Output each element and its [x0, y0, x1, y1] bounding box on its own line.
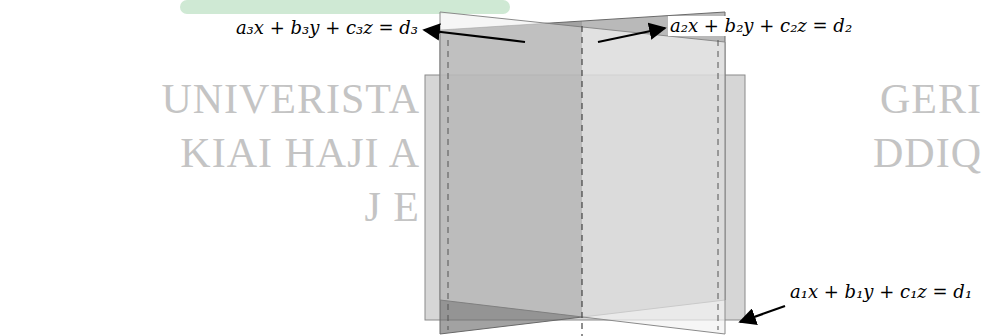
watermark-band	[180, 0, 510, 14]
plane-equation: a₃x + b₃y + c₃z = d₃	[234, 18, 420, 38]
plane-equation: a₁x + b₁y + c₁z = d₁	[788, 282, 974, 302]
watermark-text: UNIVERISTA	[161, 78, 420, 120]
leader-arrow	[424, 30, 525, 42]
leader-arrow	[598, 28, 665, 42]
dashed-edge	[448, 40, 449, 330]
watermark-text: J E	[365, 186, 421, 228]
watermark-text: GERI	[880, 78, 982, 120]
plane-3-shade	[440, 21, 582, 334]
plane-equation: a₂x + b₂y + c₂z = d₂	[668, 16, 854, 36]
watermark-text: KIAI HAJI A	[180, 132, 420, 174]
watermark-text: DDIQ	[873, 132, 982, 174]
leader-arrow	[740, 306, 785, 322]
dashed-edge	[718, 40, 719, 330]
intersection-line	[581, 26, 582, 336]
